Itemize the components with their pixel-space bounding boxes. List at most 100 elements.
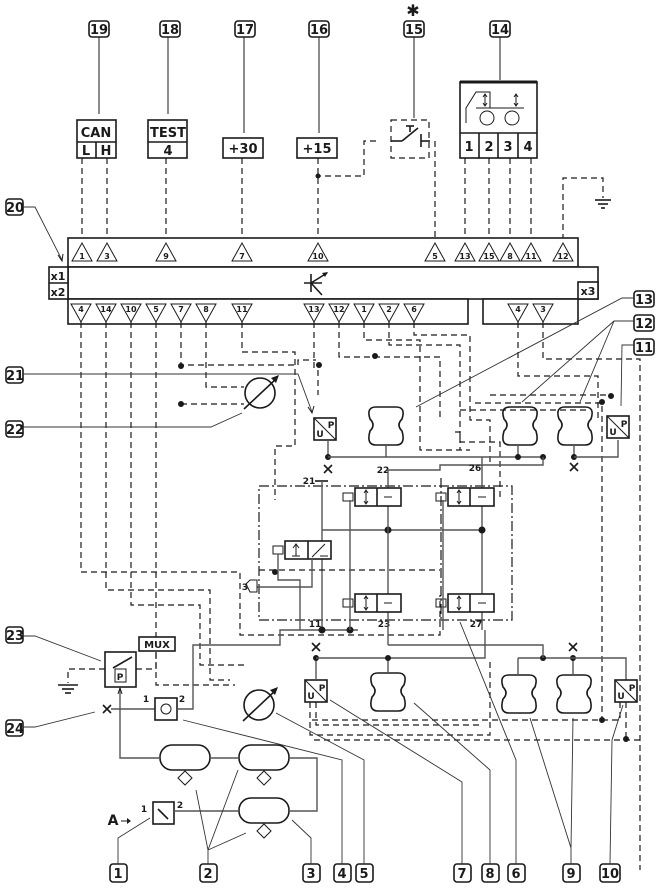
solenoid-valve-23 bbox=[342, 500, 402, 630]
pin-bottom-8: 8 bbox=[195, 303, 217, 324]
test-connector: TEST 4 bbox=[147, 119, 188, 159]
svg-text:10: 10 bbox=[125, 305, 137, 314]
svg-text:7: 7 bbox=[457, 867, 466, 882]
callout-5: 5 bbox=[275, 712, 374, 883]
callout-13: 13 bbox=[415, 290, 655, 408]
callout-10: 10 bbox=[599, 704, 624, 883]
air-spring-12a bbox=[502, 406, 546, 460]
ecu-top-pins: 1 3 9 7 10 5 13 15 8 11 12 bbox=[71, 241, 574, 262]
callout-6: 6 bbox=[459, 621, 526, 883]
callout-24: 24 bbox=[5, 711, 96, 737]
svg-text:9: 9 bbox=[566, 867, 575, 882]
pin-bottom-12: 12 bbox=[328, 303, 350, 324]
pin-bottom-1: 1 bbox=[353, 303, 375, 324]
level-control-panel: 1 2 3 4 bbox=[459, 80, 538, 159]
svg-text:5: 5 bbox=[359, 867, 368, 882]
top-signal-wires bbox=[81, 158, 532, 240]
pin-bottom-10: 10 bbox=[120, 303, 142, 324]
svg-text:P: P bbox=[319, 684, 326, 694]
svg-text:4: 4 bbox=[523, 140, 532, 155]
air-tank-3 bbox=[238, 797, 290, 839]
svg-text:12: 12 bbox=[635, 317, 653, 332]
callout-4: 4 bbox=[182, 719, 352, 883]
svg-text:11: 11 bbox=[309, 620, 322, 630]
svg-text:11: 11 bbox=[236, 305, 248, 314]
svg-text:12: 12 bbox=[333, 305, 344, 314]
air-spring-12b bbox=[557, 406, 619, 472]
svg-text:15: 15 bbox=[405, 23, 423, 38]
svg-text:7: 7 bbox=[178, 305, 184, 314]
svg-text:3: 3 bbox=[540, 305, 546, 314]
svg-text:8: 8 bbox=[203, 305, 209, 314]
pin-bottom-2: 2 bbox=[378, 303, 400, 324]
pin-top-10: 10 bbox=[307, 241, 329, 262]
svg-text:3: 3 bbox=[503, 140, 512, 155]
pressure-line-bottom bbox=[518, 657, 627, 680]
mux-connector: MUX bbox=[138, 636, 176, 652]
callout-22: 22 bbox=[5, 412, 243, 438]
tank-pipes bbox=[119, 687, 318, 812]
ecu-control-unit: x1 x2 x3 bbox=[48, 237, 599, 325]
svg-text:8: 8 bbox=[507, 252, 513, 261]
svg-text:1: 1 bbox=[141, 805, 147, 815]
svg-text:23: 23 bbox=[378, 620, 391, 630]
svg-text:10: 10 bbox=[312, 252, 324, 261]
svg-text:13: 13 bbox=[635, 293, 653, 308]
callout-12: 12 bbox=[521, 314, 655, 403]
pressure-sensor-7: U P bbox=[304, 630, 491, 736]
callout-8: 8 bbox=[413, 702, 500, 883]
svg-text:1: 1 bbox=[113, 867, 122, 882]
can-connector: CAN L H bbox=[76, 119, 117, 159]
svg-text:3: 3 bbox=[242, 583, 248, 593]
svg-text:8: 8 bbox=[485, 867, 494, 882]
pin-bottom-13: 13 bbox=[303, 303, 325, 324]
svg-text:1: 1 bbox=[464, 140, 473, 155]
svg-text:3: 3 bbox=[104, 252, 110, 261]
svg-text:H: H bbox=[101, 144, 112, 159]
svg-text:23: 23 bbox=[6, 629, 24, 644]
svg-text:2: 2 bbox=[484, 140, 493, 155]
svg-text:14: 14 bbox=[100, 305, 112, 314]
air-spring-9a bbox=[501, 658, 537, 714]
callout-19: 19 bbox=[88, 20, 110, 114]
svg-text:11: 11 bbox=[635, 341, 653, 356]
callout-9: 9 bbox=[529, 717, 581, 883]
svg-text:24: 24 bbox=[6, 722, 24, 737]
svg-text:2: 2 bbox=[386, 305, 392, 314]
drain-valve-1: A 1 2 bbox=[108, 801, 239, 829]
callout-14: 14 bbox=[489, 20, 511, 80]
switch-15 bbox=[315, 119, 436, 240]
svg-text:L: L bbox=[82, 144, 90, 159]
svg-text:P: P bbox=[629, 684, 636, 694]
svg-text:CAN: CAN bbox=[81, 126, 111, 141]
callout-7: 7 bbox=[329, 699, 472, 883]
svg-text:P: P bbox=[117, 673, 124, 683]
pressure-gauge-5 bbox=[242, 687, 278, 722]
callout-16: 16 bbox=[308, 20, 330, 133]
svg-text:12: 12 bbox=[557, 252, 568, 261]
svg-text:4: 4 bbox=[337, 867, 346, 882]
svg-text:5: 5 bbox=[432, 252, 438, 261]
svg-text:10: 10 bbox=[601, 867, 619, 882]
plus15-terminal: +15 bbox=[296, 137, 338, 159]
svg-text:A: A bbox=[108, 813, 119, 829]
svg-text:26: 26 bbox=[469, 464, 482, 474]
pin-top-12: 12 bbox=[552, 241, 574, 262]
svg-text:2: 2 bbox=[203, 867, 212, 882]
svg-text:14: 14 bbox=[491, 23, 509, 38]
svg-text:U: U bbox=[316, 430, 323, 440]
svg-text:20: 20 bbox=[6, 201, 24, 216]
svg-text:+15: +15 bbox=[303, 142, 332, 157]
svg-text:x2: x2 bbox=[51, 286, 66, 299]
pressure-sensor-10: U P bbox=[310, 679, 640, 742]
pin-top-5: 5 bbox=[424, 241, 446, 262]
svg-text:✱: ✱ bbox=[406, 1, 419, 20]
pin-top-1: 1 bbox=[71, 241, 93, 262]
callout-11: 11 bbox=[620, 338, 655, 407]
air-tank-2b bbox=[238, 744, 290, 786]
svg-text:P: P bbox=[328, 421, 335, 431]
pin-top-8: 8 bbox=[499, 241, 521, 262]
svg-text:18: 18 bbox=[161, 23, 179, 38]
svg-text:4: 4 bbox=[78, 305, 84, 314]
callout-20: 20 bbox=[5, 198, 64, 263]
